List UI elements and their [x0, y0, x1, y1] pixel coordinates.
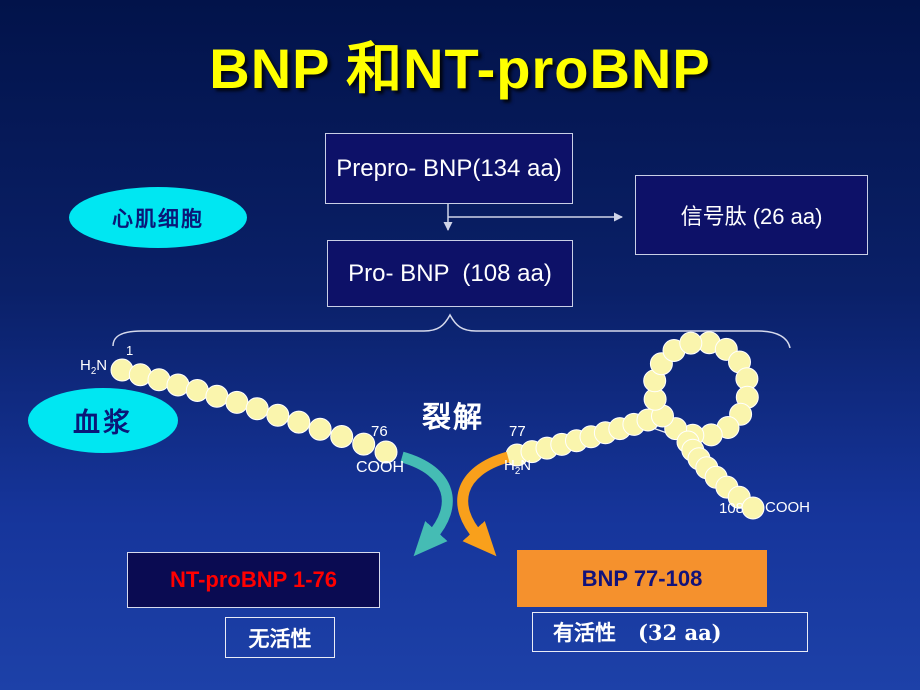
nt-probnp-result-box: NT-proBNP 1-76 — [127, 552, 380, 608]
plasma-ellipse: 血浆 — [28, 388, 178, 453]
teal-cleavage-arrow — [400, 451, 453, 557]
residue-76-label: 76 — [371, 423, 388, 440]
curly-brace — [112, 313, 791, 349]
active-status-text: 有活性 — [553, 620, 616, 645]
cleavage-label: 裂解 — [421, 400, 484, 434]
prepro-bnp-box: Prepro- BNP(134 aa) — [325, 133, 573, 204]
bnp-result-box: BNP 77-108 — [517, 550, 767, 607]
h2n-n: N — [96, 357, 108, 374]
slide-title: BNP 和NT-proBNP — [209, 37, 711, 100]
h2n-sub: 2 — [90, 366, 97, 377]
left-amino-terminus-label: H2N — [80, 357, 107, 377]
residue-108-label: 108 — [719, 500, 745, 517]
active-status-aa-count: (32 aa) — [638, 619, 722, 645]
signal-peptide-box: 信号肽 (26 aa) — [635, 175, 868, 255]
residue-77-label: 77 — [509, 423, 526, 440]
left-cooh-label: COOH — [356, 459, 404, 476]
right-amino-terminus-label: H2N — [504, 457, 531, 477]
cardiomyocyte-ellipse: 心肌细胞 — [69, 187, 247, 248]
residue-1-label: 1 — [126, 343, 134, 358]
h2n-sub: 2 — [514, 466, 521, 477]
h2n-h: H — [80, 357, 91, 374]
active-status-box: 有活性 (32 aa) — [532, 612, 808, 652]
inactive-status-box: 无活性 — [225, 617, 335, 658]
orange-cleavage-arrow — [457, 451, 510, 557]
right-cooh-label: COOH — [765, 499, 810, 516]
h2n-n: N — [520, 457, 532, 474]
pro-bnp-box: Pro- BNP (108 aa) — [327, 240, 573, 307]
amino-acid-bead-chains — [110, 331, 765, 520]
h2n-h: H — [504, 457, 515, 474]
